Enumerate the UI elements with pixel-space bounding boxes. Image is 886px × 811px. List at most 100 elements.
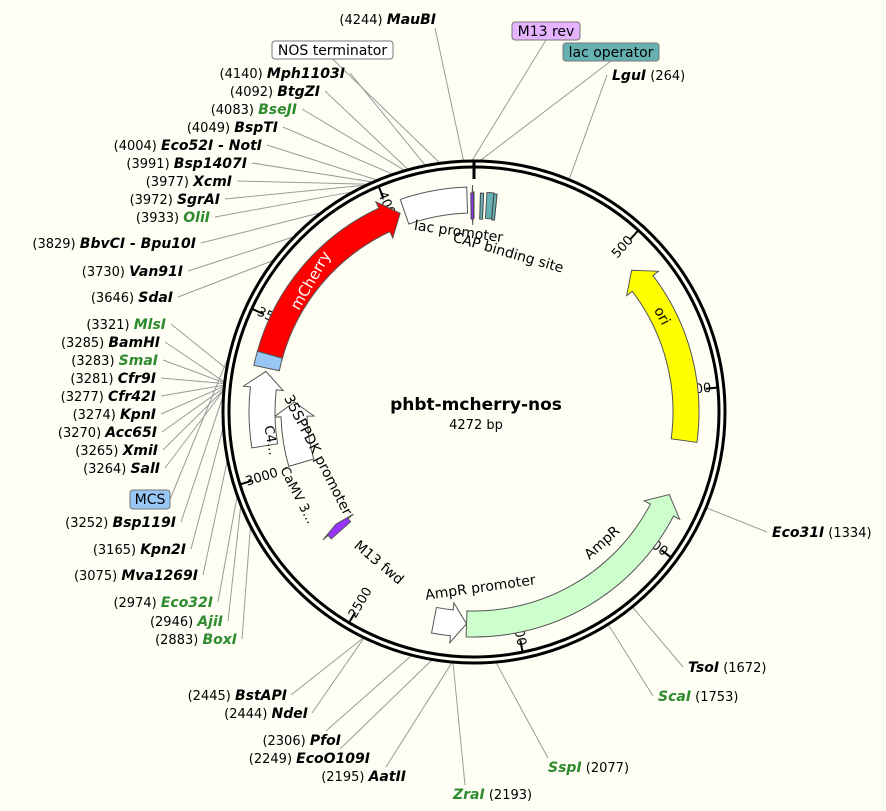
ruler-tick-1500 (660, 549, 672, 559)
leader-mva1269i (202, 459, 228, 576)
leader-xmii (162, 389, 225, 451)
feature-camv-35s-promoter (272, 401, 316, 467)
box-nos-terminator (271, 40, 394, 60)
leader-ndei (311, 637, 365, 714)
feature-label-m13-fwd: M13 fwd (351, 538, 407, 588)
enzyme-label-xmii: (3265) XmiI (75, 443, 158, 459)
leader-sdai (177, 259, 275, 298)
leader-van91i (187, 236, 295, 272)
leader-sali (164, 389, 225, 469)
leader-acc65i (161, 387, 225, 433)
leader-box-m13-rev (471, 39, 547, 162)
box-label-m13-rev: M13 rev (518, 24, 575, 40)
leader-smai (162, 359, 225, 384)
enzyme-label-kpni: (3274) KpnI (73, 407, 156, 423)
box-label-lac-operator: lac operator (569, 45, 654, 61)
enzyme-label-cfr42i: (3277) Cfr42I (61, 389, 156, 405)
leader-btgzi (324, 90, 409, 171)
feature-ampr (465, 493, 681, 638)
leader-box-lac-operator (479, 60, 612, 162)
leader-boxi (241, 526, 251, 640)
ruler-tick-1000 (705, 386, 718, 390)
ruler-tick-3500 (251, 307, 264, 315)
leader-eco32i (217, 495, 238, 603)
enzyme-label-sgrai: (3972) SgrAI (130, 192, 220, 208)
leader-maubi (434, 27, 465, 162)
ruler-tick-500 (629, 229, 640, 240)
enzyme-label-scai: ScaI (1753) (658, 689, 738, 705)
ruler-tick-4000 (377, 185, 385, 198)
leader-pfoi (325, 654, 413, 732)
leader-box-mcs (169, 352, 231, 500)
enzyme-label-bsp1407i: (3991) Bsp1407I (126, 156, 247, 172)
leader-lgui (568, 74, 608, 180)
leader-tsoi (631, 606, 684, 668)
feature-lac-block-1 (479, 192, 485, 220)
leader-bseji (301, 108, 406, 172)
enzyme-label-lgui: LguI (264) (612, 68, 685, 84)
feature-lac-promoter (399, 186, 469, 225)
leader-bsp119i (180, 394, 225, 523)
feature-mcs (253, 350, 284, 372)
enzyme-label-bamhi: (3285) BamHI (61, 335, 160, 351)
feature-label-c4: C4... (260, 424, 280, 456)
leader-zrai (452, 662, 466, 786)
leader-kpn2i (190, 426, 224, 550)
leader-bsp1407i (251, 162, 374, 183)
ruler-tick-3000 (239, 479, 252, 486)
leader-sspi (495, 661, 549, 759)
enzyme-label-eco32i: (2974) Eco32I (113, 595, 213, 611)
leader-bspti (282, 126, 394, 175)
ruler-label-3000: 3000 (244, 466, 280, 490)
enzyme-label-van91i: (3730) Van91I (82, 264, 183, 280)
enzyme-label-bstapi: (2445) BstAPI (188, 688, 287, 704)
leader-kpni (160, 385, 225, 415)
enzyme-label-bbvci-bpu10i: (3829) BbvCI - Bpu10I (32, 236, 196, 252)
enzyme-label-eco52i-noti: (4004) Eco52I - NotI (114, 138, 262, 154)
enzyme-leader-lines (160, 27, 768, 786)
enzyme-label-mva1269i: (3075) Mva1269I (74, 568, 198, 584)
leader-ajii (227, 504, 242, 622)
feature-label-camv-35s: CaMV 3... (276, 464, 317, 526)
enzyme-label-maubi: (4244) MauBI (339, 12, 436, 28)
enzyme-label-eco31i: Eco31I (1334) (772, 525, 872, 541)
enzyme-label-sspi: SspI (2077) (548, 760, 629, 776)
leader-scai (607, 623, 654, 697)
enzyme-label-cfr9i: (3281) Cfr9I (70, 371, 156, 387)
enzyme-label-xcmi: (3977) XcmI (146, 174, 232, 190)
leader-bamhi (164, 341, 226, 383)
leader-bbvci-bpu10i (200, 211, 322, 244)
enzyme-label-ndei: (2444) NdeI (224, 706, 308, 722)
leader-mlsi (170, 323, 228, 370)
ruler-tick-2500 (348, 611, 356, 624)
enzyme-label-mlsi: (3321) MlsI (86, 317, 166, 333)
leader-olii (214, 191, 355, 218)
feature-mcherry (256, 200, 401, 359)
leader-aatii (385, 661, 453, 768)
enzyme-label-sdai: (3646) SdaI (91, 290, 173, 306)
leader-eco31i (705, 507, 768, 533)
leader-cfr42i (160, 384, 225, 397)
enzyme-label-smai: (3283) SmaI (71, 353, 158, 369)
leader-box-nos-terminator (332, 58, 441, 164)
box-label-mcs: MCS (135, 492, 166, 508)
plasmid-name: phbt-mcherry-nos (390, 395, 562, 415)
enzyme-label-olii: (3933) OliI (136, 210, 210, 226)
box-m13-rev (511, 21, 581, 41)
enzyme-label-acc65i: (3270) Acc65I (58, 425, 157, 441)
feature-label-ampr-promoter: AmpR promoter (424, 572, 537, 603)
feature-ampr-promoter (430, 601, 468, 645)
feature-ori (625, 269, 700, 443)
leader-cfr9i (160, 377, 225, 385)
enzyme-label-tsoi: TsoI (1672) (688, 660, 766, 676)
enzyme-label-btgzi: (4092) BtgZI (230, 84, 320, 100)
enzyme-label-ecoo109i: (2249) EcoO109I (249, 751, 370, 767)
feature-35sppdk-promoter (242, 370, 285, 449)
box-label-nos-terminator: NOS terminator (278, 43, 387, 59)
enzyme-label-ajii: (2946) AjiI (150, 614, 223, 630)
ruler-label-2500: 2500 (346, 585, 376, 621)
enzyme-label-kpn2i: (3165) Kpn2I (93, 542, 186, 558)
leader-xcmi (236, 180, 369, 185)
